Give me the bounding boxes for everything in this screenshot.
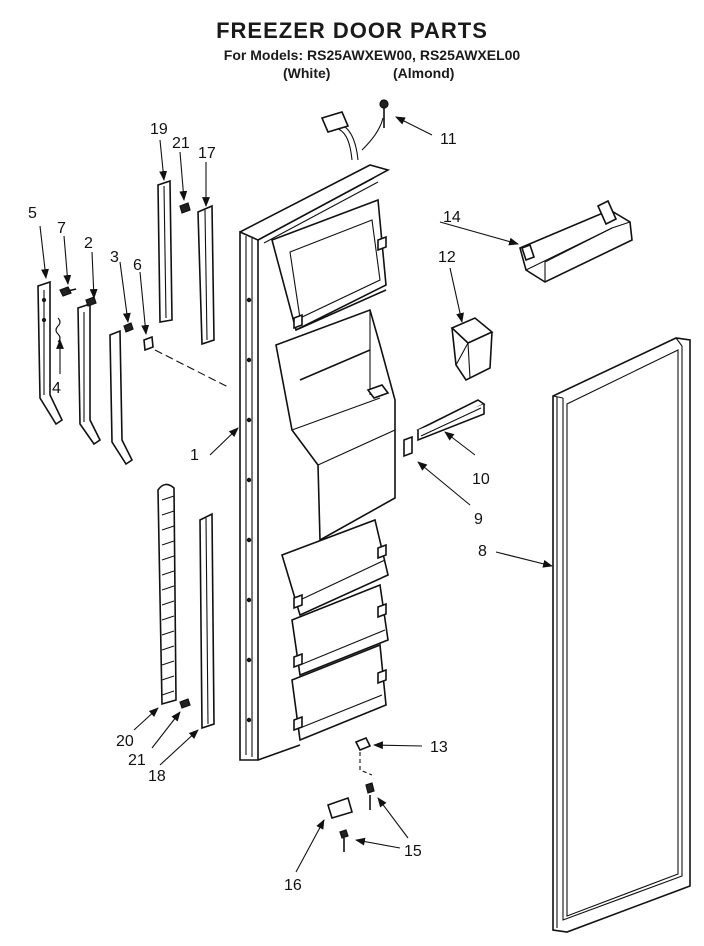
callout-17: 17 xyxy=(198,145,216,162)
door-gasket-8 xyxy=(552,337,691,933)
callout-8: 8 xyxy=(478,543,487,560)
callout-6: 6 xyxy=(133,257,142,274)
callout-16: 16 xyxy=(284,877,302,894)
callout-5: 5 xyxy=(28,205,37,222)
hinge-parts xyxy=(327,736,375,852)
callout-9: 9 xyxy=(474,511,483,528)
callout-12: 12 xyxy=(438,249,456,266)
callout-11: 11 xyxy=(440,131,457,148)
callout-7: 7 xyxy=(57,220,66,237)
color-white: (White) xyxy=(283,65,331,81)
door-liner xyxy=(239,111,396,761)
callout-14: 14 xyxy=(443,209,461,226)
callout-19: 19 xyxy=(150,121,168,138)
clip-9 xyxy=(403,435,413,458)
callout-4: 4 xyxy=(52,380,61,397)
door-bin-14 xyxy=(519,199,633,283)
callout-labels: 1 2 3 4 5 6 7 8 9 10 11 12 13 14 15 16 1… xyxy=(28,121,490,894)
leader-arrows xyxy=(39,116,553,873)
callout-1: 1 xyxy=(190,447,199,464)
callout-3: 3 xyxy=(110,249,119,266)
screw-11 xyxy=(379,99,389,128)
callout-15: 15 xyxy=(404,843,422,860)
slide-track-10 xyxy=(416,399,486,442)
callout-21-bottom: 21 xyxy=(128,752,146,769)
handle-parts xyxy=(37,280,231,466)
top-trim-parts xyxy=(157,179,215,346)
callout-20: 20 xyxy=(116,733,134,750)
bottom-trim-parts xyxy=(157,483,215,730)
callout-21-top: 21 xyxy=(172,135,190,152)
ice-chute-12 xyxy=(450,317,494,382)
callout-2: 2 xyxy=(84,235,93,252)
color-almond: (Almond) xyxy=(393,65,455,81)
model-numbers: For Models: RS25AWXEW00, RS25AWXEL00 xyxy=(223,47,521,63)
diagram-title: FREEZER DOOR PARTS xyxy=(216,18,488,43)
callout-10: 10 xyxy=(472,471,490,488)
callout-13: 13 xyxy=(430,739,448,756)
callout-18: 18 xyxy=(148,768,166,785)
